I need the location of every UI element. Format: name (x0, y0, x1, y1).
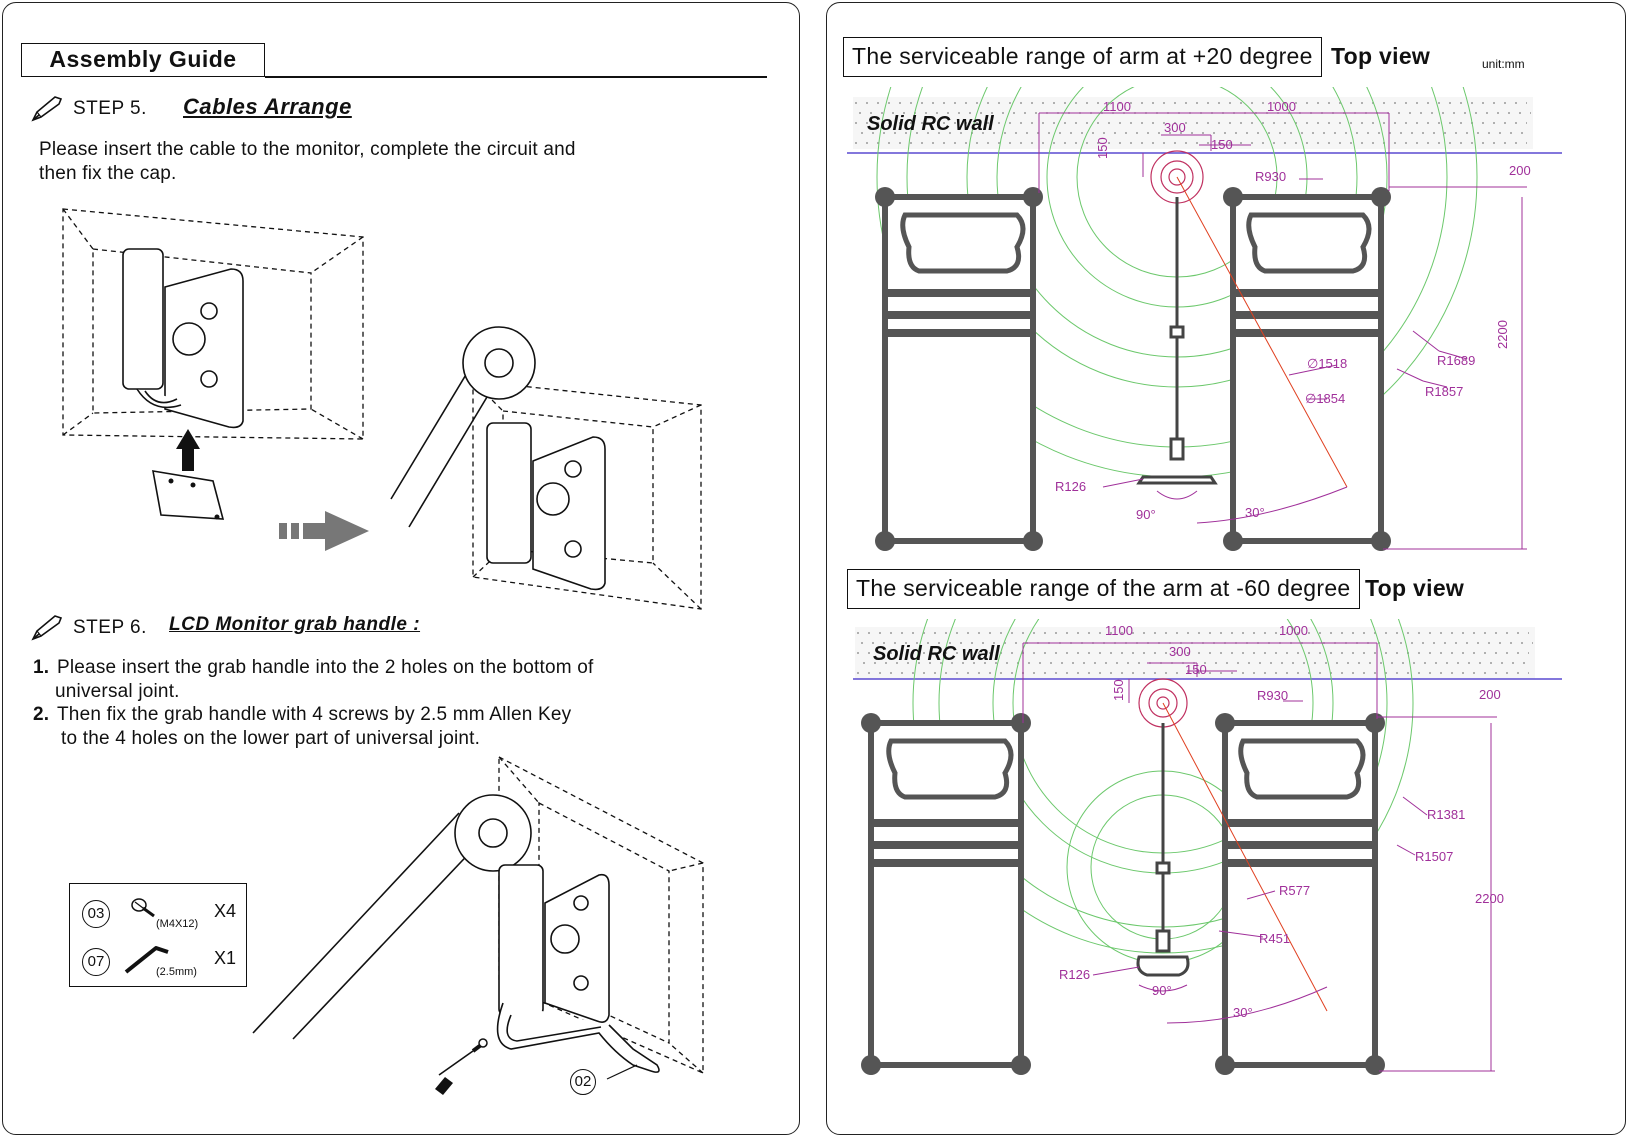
top-dim-300: 300 (1164, 120, 1186, 135)
bottom-label-r1381: R1381 (1427, 807, 1466, 822)
top-diagram-title: The serviceable range of arm at +20 degr… (843, 37, 1322, 77)
top-label-dia1518: ∅1518 (1307, 356, 1348, 371)
top-label-dia1854: ∅1854 (1305, 391, 1346, 406)
top-dim-2200: 2200 (1495, 320, 1510, 349)
header-rule (265, 76, 767, 78)
step5-instruction-line2: then fix the cap. (39, 163, 177, 184)
part-07-spec: (2.5mm) (156, 966, 197, 978)
bottom-label-r1507: R1507 (1415, 849, 1454, 864)
top-label-r930: R930 (1255, 169, 1287, 184)
top-dim-150-v: 150 (1095, 137, 1110, 159)
bottom-label-r126: R126 (1059, 967, 1091, 982)
step6-title: LCD Monitor grab handle : (169, 614, 421, 635)
top-wall-label: Solid RC wall (867, 113, 994, 135)
parts-list-box: 03 (M4X12) X4 07 (2.5mm) X1 (69, 883, 247, 987)
screw-icon (131, 898, 155, 918)
step5-cable-illustration (62, 208, 702, 610)
top-diagram-view-label: Top view (1331, 43, 1431, 69)
part-03-number: 03 (82, 900, 110, 928)
bottom-range-diagram (853, 619, 1562, 1075)
callout-02: 02 (570, 1069, 596, 1095)
top-label-r1857: R1857 (1425, 384, 1464, 399)
part-07-number: 07 (82, 948, 110, 976)
top-range-diagram (847, 87, 1562, 551)
top-label-90: 90° (1136, 507, 1156, 522)
top-dim-200: 200 (1509, 163, 1531, 178)
pen-nib-icon (31, 615, 63, 641)
bottom-dim-2200: 2200 (1475, 891, 1504, 906)
step6-item1-number: 1. (33, 657, 50, 678)
bottom-dim-300: 300 (1169, 644, 1191, 659)
bottom-dim-1000: 1000 (1279, 623, 1308, 638)
bottom-dim-1100: 1100 (1105, 623, 1133, 638)
top-dim-150-h: 150 (1211, 137, 1233, 152)
bottom-dim-200: 200 (1479, 687, 1501, 702)
bottom-label-r930: R930 (1257, 688, 1289, 703)
step6-item2-line2: to the 4 holes on the lower part of univ… (61, 728, 481, 749)
bottom-label-r577: R577 (1279, 883, 1311, 898)
pen-nib-icon (31, 96, 63, 122)
step6-item1-line2: universal joint. (55, 681, 180, 702)
top-dim-1100: 1100 (1103, 99, 1131, 114)
bottom-label-90: 90° (1152, 983, 1172, 998)
step5-instruction-line1: Please insert the cable to the monitor, … (39, 139, 576, 160)
part-03-spec: (M4X12) (156, 918, 199, 930)
step5-title: Cables Arrange (183, 94, 352, 119)
top-label-r126: R126 (1055, 479, 1087, 494)
serviceable-range-page: unit:mm The serviceable range of arm at … (826, 2, 1626, 1135)
bottom-label-30: 30° (1233, 1005, 1253, 1020)
bottom-diagram-view-label: Top view (1365, 575, 1465, 601)
step6-handle-illustration (252, 755, 704, 1095)
top-label-r1689: R1689 (1437, 353, 1476, 368)
arrow-up-icon (176, 429, 200, 471)
step6-item1-line1: Please insert the grab handle into the 2… (57, 657, 594, 678)
step5-label: STEP 5. (73, 98, 147, 119)
top-dim-1000: 1000 (1267, 99, 1296, 114)
step6-item2-number: 2. (33, 704, 50, 725)
top-label-30: 30° (1245, 505, 1265, 520)
allen-key-icon (124, 946, 169, 974)
unit-label: unit:mm (1482, 57, 1525, 71)
bottom-dim-150-v: 150 (1111, 679, 1126, 701)
part-03-qty: X4 (214, 901, 237, 921)
bottom-label-r451: R451 (1259, 931, 1291, 946)
assembly-guide-page: Assembly Guide STEP 5. Cables Arrange Pl… (2, 2, 800, 1135)
step6-label: STEP 6. (73, 617, 147, 638)
arrow-right-icon (279, 511, 369, 551)
bottom-diagram-title: The serviceable range of the arm at -60 … (847, 569, 1360, 609)
assembly-guide-title: Assembly Guide (21, 43, 265, 77)
bottom-wall-label: Solid RC wall (873, 643, 1000, 665)
step6-item2-line1: Then fix the grab handle with 4 screws b… (57, 704, 572, 725)
part-07-qty: X1 (214, 948, 237, 968)
bottom-dim-150-h: 150 (1185, 662, 1207, 677)
